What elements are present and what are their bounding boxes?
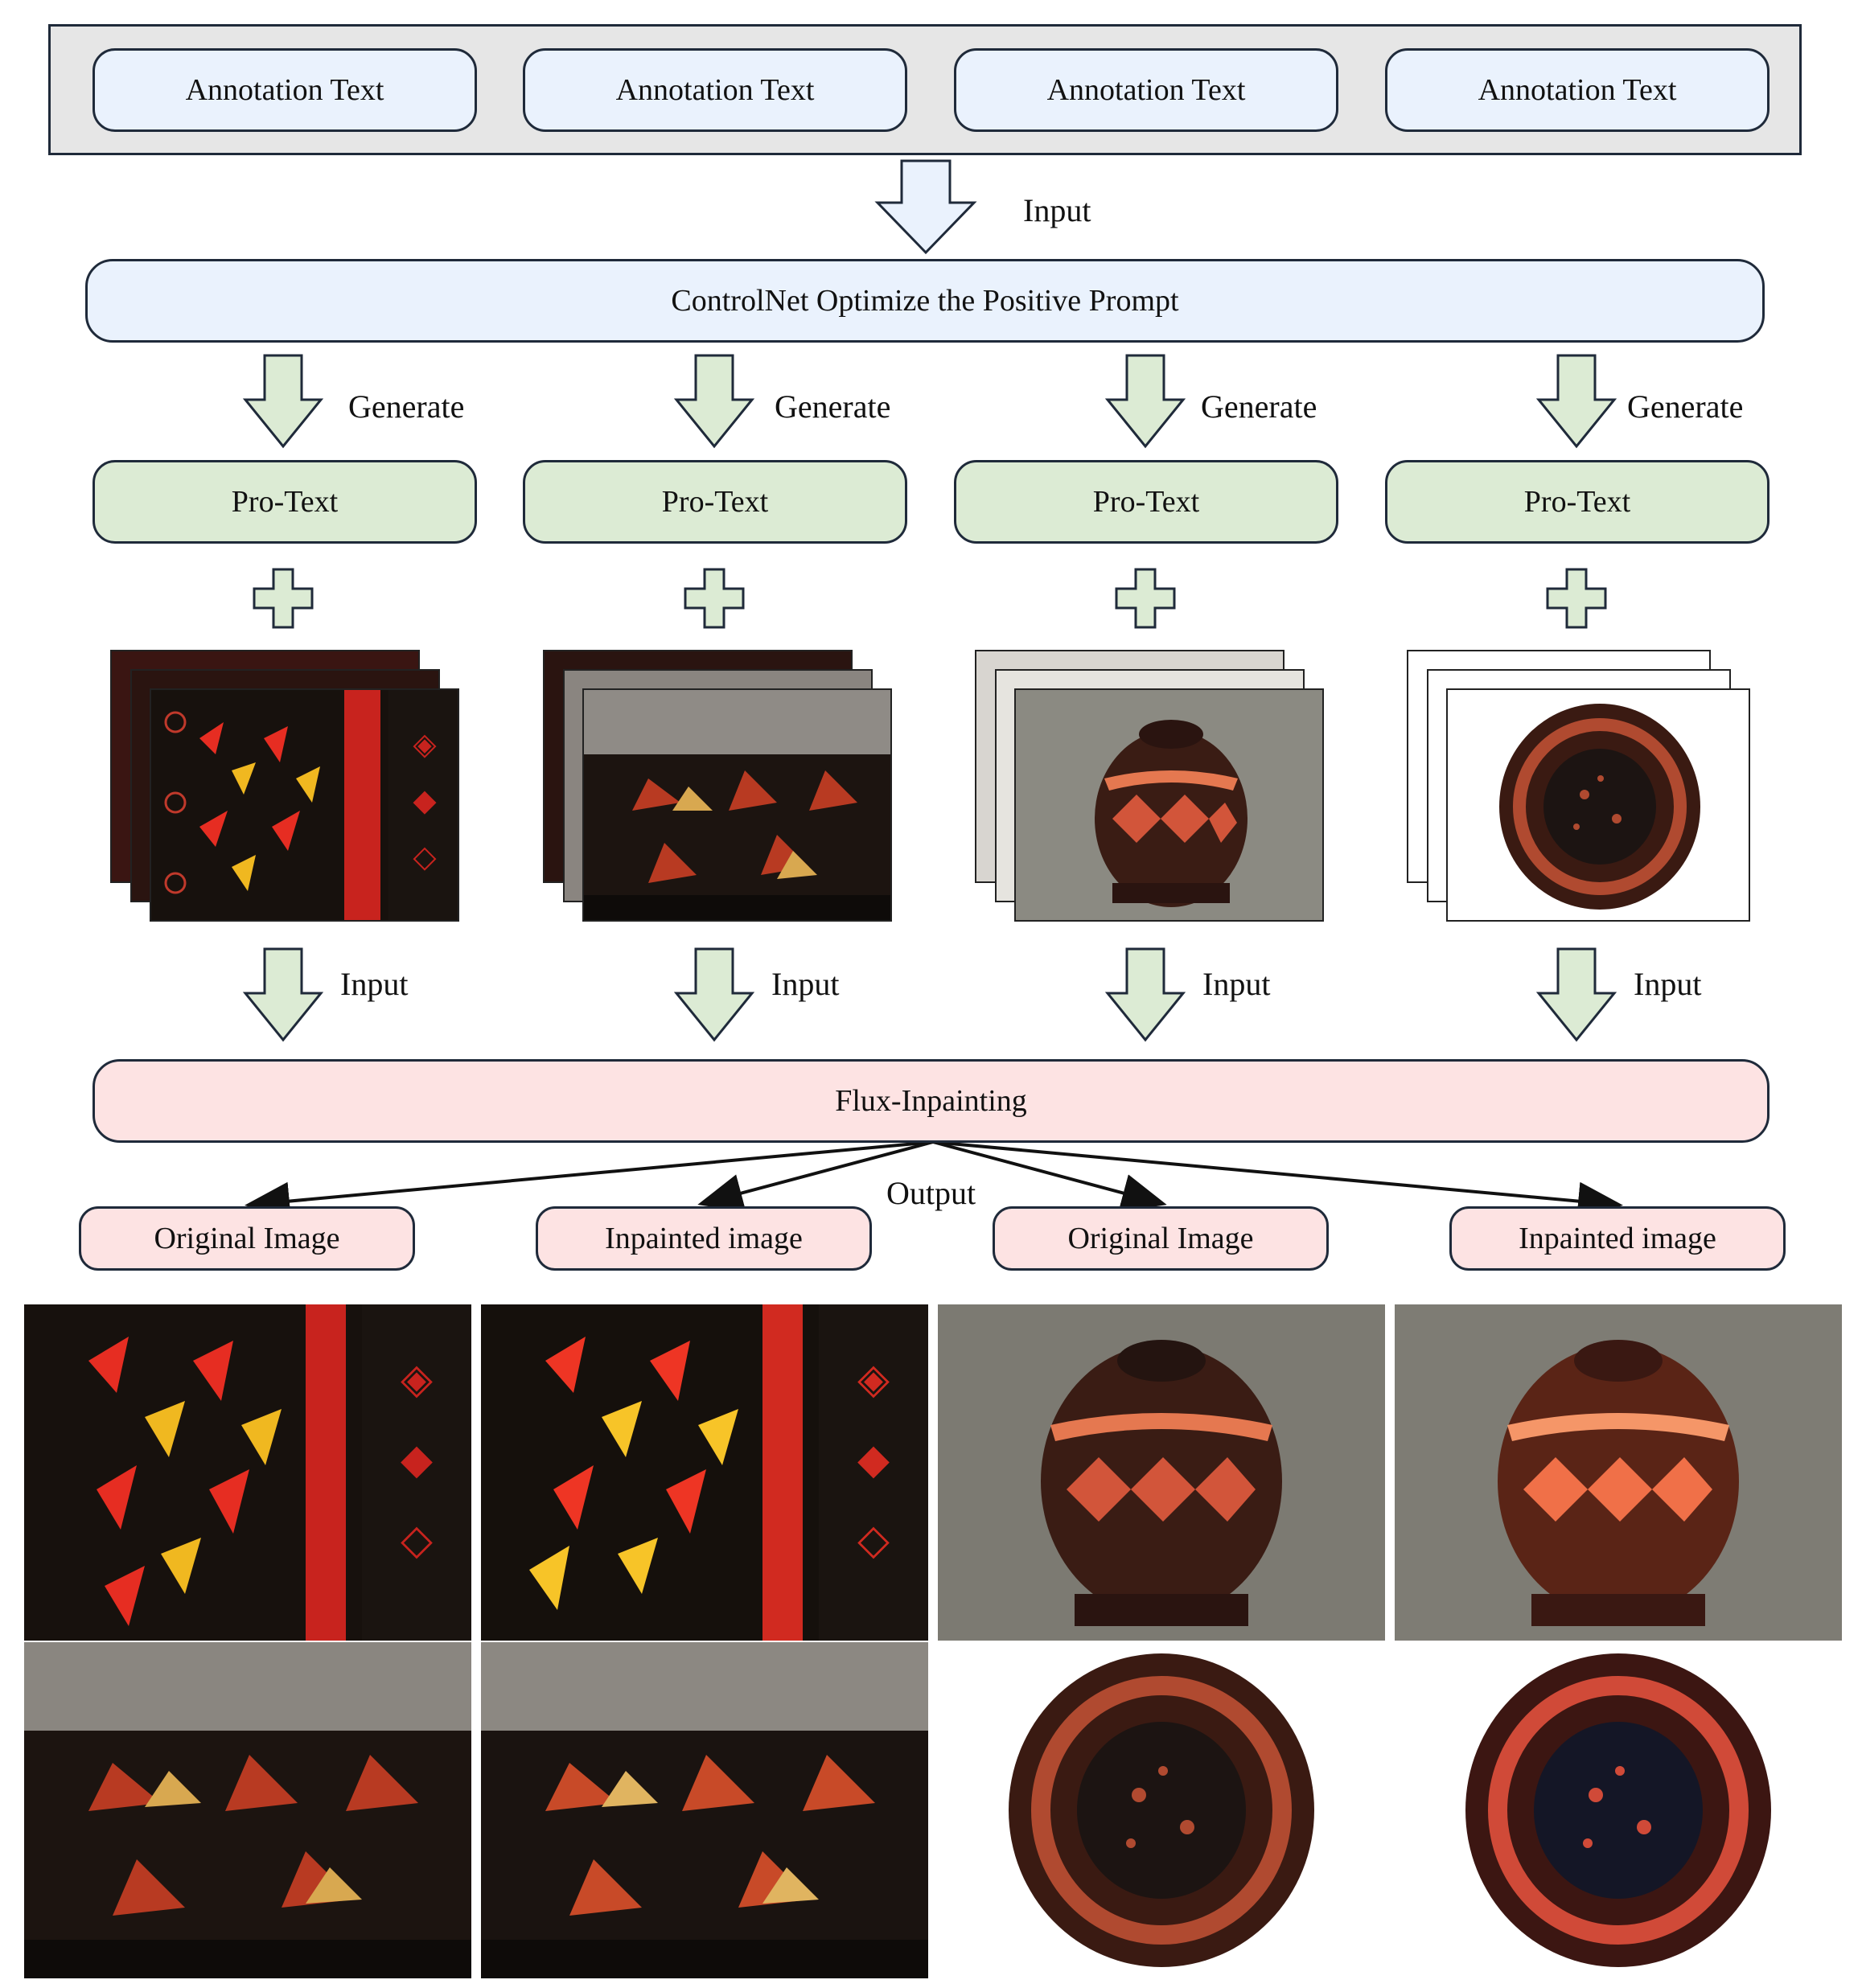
protext-box-2: Pro-Text — [523, 460, 907, 544]
result-label-4: Inpainted image — [1519, 1222, 1716, 1255]
svg-text:◈: ◈ — [413, 726, 437, 762]
output-label: Output — [886, 1175, 976, 1211]
generate-label-2: Generate — [775, 388, 891, 425]
annotation-box-3: Annotation Text — [954, 48, 1338, 132]
input-label-top: Input — [1023, 192, 1091, 228]
svg-text:◆: ◆ — [401, 1436, 433, 1484]
protext-label-1: Pro-Text — [231, 485, 339, 519]
svg-text:◇: ◇ — [401, 1516, 433, 1564]
svg-text:◈: ◈ — [857, 1355, 890, 1403]
down-arrow-icon — [874, 159, 977, 255]
protext-box-3: Pro-Text — [954, 460, 1338, 544]
generate-label-4: Generate — [1627, 388, 1744, 425]
plus-icon — [253, 568, 314, 629]
result-photo-box-inpainted: ◈ ◆ ◇ — [481, 1304, 928, 1641]
input-label-4: Input — [1634, 966, 1702, 1002]
protext-box-4: Pro-Text — [1385, 460, 1770, 544]
result-photo-plate-original — [938, 1642, 1385, 1978]
result-photo-chest-original — [24, 1642, 471, 1978]
result-label-box-3: Original Image — [993, 1206, 1329, 1271]
result-label-1: Original Image — [154, 1222, 340, 1255]
svg-text:◇: ◇ — [413, 839, 437, 874]
down-arrow-icon — [242, 947, 324, 1042]
controlnet-label: ControlNet Optimize the Positive Prompt — [671, 284, 1179, 318]
result-photo-plate-inpainted — [1395, 1642, 1842, 1978]
lacquer-plate-photo — [1446, 688, 1750, 922]
result-label-box-2: Inpainted image — [536, 1206, 872, 1271]
svg-text:◈: ◈ — [401, 1355, 433, 1403]
annotation-text-1: Annotation Text — [185, 73, 384, 107]
lacquer-box-photo: ◈ ◆ ◇ — [150, 688, 459, 922]
annotation-text-3: Annotation Text — [1046, 73, 1246, 107]
controlnet-box: ControlNet Optimize the Positive Prompt — [85, 259, 1765, 343]
flux-label: Flux-Inpainting — [835, 1084, 1027, 1118]
down-arrow-icon — [242, 354, 324, 449]
down-arrow-icon — [1535, 354, 1617, 449]
result-photo-box-original: ◈ ◆ ◇ — [24, 1304, 471, 1641]
flux-inpainting-box: Flux-Inpainting — [92, 1059, 1770, 1143]
down-arrow-icon — [1104, 947, 1186, 1042]
result-photo-vase-inpainted — [1395, 1304, 1842, 1641]
generate-label-1: Generate — [348, 388, 465, 425]
annotation-box-1: Annotation Text — [92, 48, 477, 132]
lacquer-vase-photo — [1014, 688, 1324, 922]
svg-text:◆: ◆ — [413, 782, 437, 818]
down-arrow-icon — [673, 354, 755, 449]
lacquer-chest-photo — [582, 688, 892, 922]
annotation-box-2: Annotation Text — [523, 48, 907, 132]
protext-box-1: Pro-Text — [92, 460, 477, 544]
down-arrow-icon — [673, 947, 755, 1042]
result-photo-vase-original — [938, 1304, 1385, 1641]
result-label-box-4: Inpainted image — [1449, 1206, 1786, 1271]
annotation-text-4: Annotation Text — [1478, 73, 1677, 107]
down-arrow-icon — [1535, 947, 1617, 1042]
protext-label-3: Pro-Text — [1092, 485, 1200, 519]
input-label-3: Input — [1202, 966, 1271, 1002]
input-label-1: Input — [340, 966, 409, 1002]
result-label-box-1: Original Image — [79, 1206, 415, 1271]
input-label-2: Input — [771, 966, 840, 1002]
protext-label-2: Pro-Text — [661, 485, 769, 519]
down-arrow-icon — [1104, 354, 1186, 449]
svg-text:◆: ◆ — [857, 1436, 890, 1484]
svg-text:◇: ◇ — [857, 1516, 890, 1564]
result-label-3: Original Image — [1067, 1222, 1254, 1255]
generate-label-3: Generate — [1201, 388, 1317, 425]
annotation-box-4: Annotation Text — [1385, 48, 1770, 132]
plus-icon — [1546, 568, 1607, 629]
plus-icon — [684, 568, 745, 629]
plus-icon — [1115, 568, 1176, 629]
protext-label-4: Pro-Text — [1523, 485, 1631, 519]
result-photo-chest-inpainted — [481, 1642, 928, 1978]
result-label-2: Inpainted image — [605, 1222, 803, 1255]
annotation-text-2: Annotation Text — [615, 73, 815, 107]
